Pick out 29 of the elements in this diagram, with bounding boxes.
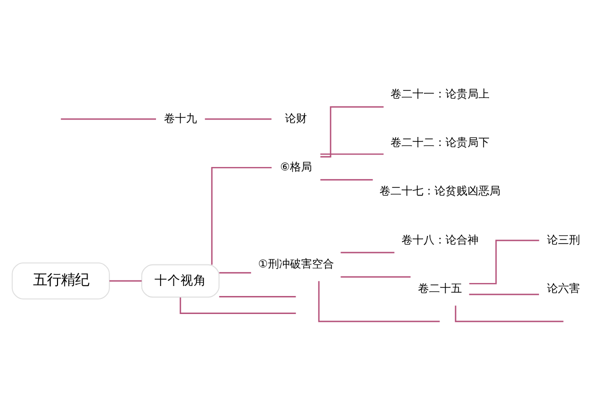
connector [340, 252, 394, 254]
node-text: 论财 [284, 112, 307, 125]
connector [340, 276, 411, 278]
node-text: 卷二十二：论贵局下 [390, 136, 490, 150]
node-box: 五行精纪 [12, 262, 110, 300]
connector [320, 106, 384, 158]
node-text: 卷十八：论合神 [401, 233, 478, 246]
node-text: 论三刑 [546, 233, 580, 246]
connector [211, 166, 272, 265]
connector [219, 296, 296, 298]
node-text: ①刑冲破害空合 [258, 258, 334, 271]
node-text: 卷二十七：论贫贱凶恶局 [379, 184, 500, 198]
connector [204, 118, 272, 120]
connector [320, 179, 373, 180]
connector [454, 306, 564, 322]
node-text: 卷二十一：论贵局上 [390, 88, 490, 101]
connector [60, 118, 156, 120]
connector [320, 153, 384, 155]
connector [109, 280, 142, 282]
connector [219, 272, 252, 274]
connector [469, 294, 539, 296]
connector [180, 298, 296, 314]
node-text: ⑥格局 [280, 160, 312, 174]
node-box: 十个视角 [141, 264, 220, 298]
node-text: 论六害 [546, 282, 580, 295]
connector [469, 240, 540, 284]
node-text: 卷二十五 [418, 282, 462, 295]
node-text: 卷十九 [164, 112, 197, 125]
connector [318, 281, 440, 322]
